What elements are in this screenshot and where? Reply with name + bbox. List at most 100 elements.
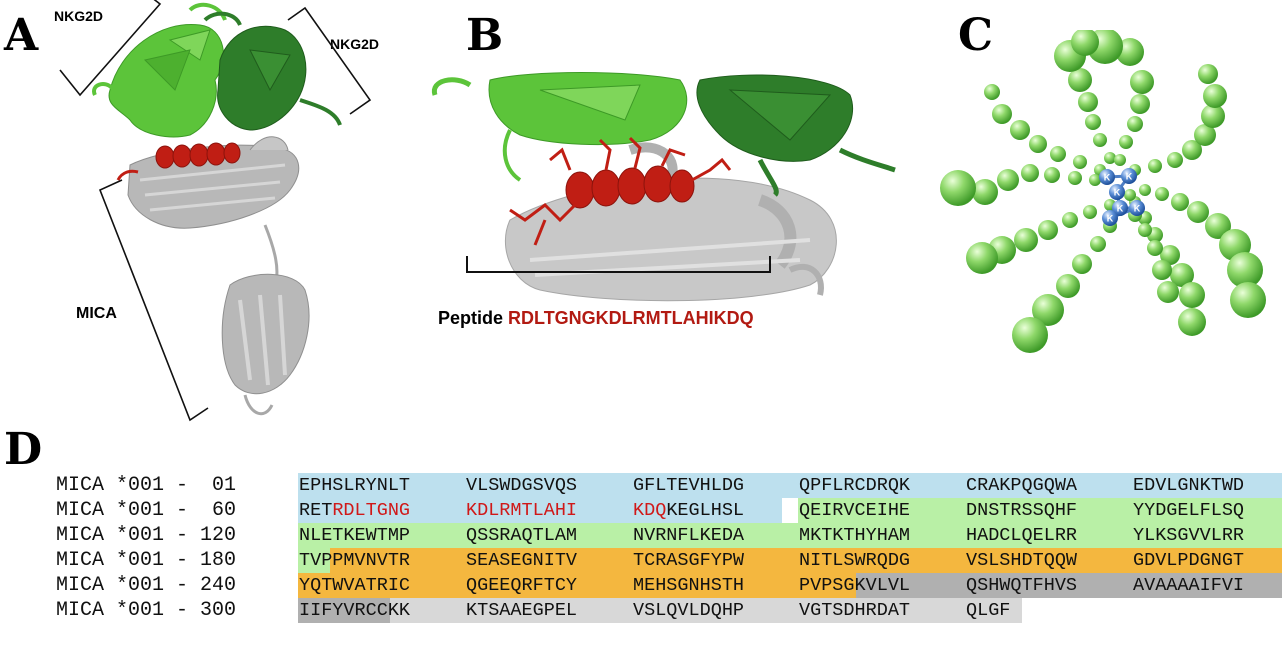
amino-acid-ball [1029, 135, 1047, 153]
sequence-block: QPFLRCDRQK [799, 475, 911, 496]
bracket-mica [98, 179, 209, 422]
amino-acid-ball [1127, 116, 1143, 132]
sequence-block: DNSTRSSQHF [966, 500, 1078, 521]
sequence-block: QLGF [966, 600, 1011, 621]
sequence-residues: RET [299, 500, 333, 521]
amino-acid-ball [1152, 260, 1172, 280]
amino-acid-ball [1093, 133, 1107, 147]
sequence-block: NVRNFLKEDA [633, 525, 745, 546]
sequence-block: RETRDLTGNG [299, 498, 410, 523]
amino-acid-ball [1050, 146, 1066, 162]
amino-acid-ball [1072, 254, 1092, 274]
lysine-core-ball [1129, 200, 1145, 216]
panel-letter-d: D [4, 424, 43, 475]
panel-a-structure [59, 0, 372, 422]
peptide-caption: Peptide RDLTGNGKDLRMTLAHIKDQ [438, 308, 754, 329]
lysine-core-ball [1112, 200, 1128, 216]
amino-acid-ball [1187, 201, 1209, 223]
sequence-block: CRAKPQGQWA [966, 475, 1078, 496]
amino-acid-ball [1139, 184, 1151, 196]
sequence-row-label: MICA *001 - 60 [56, 499, 237, 522]
sequence-block: KDQKEGLHSL [633, 498, 744, 523]
lysine-label: K [1104, 173, 1111, 183]
panel-letter-b: B [466, 10, 504, 61]
amino-acid-ball [1104, 152, 1116, 164]
sequence-block: GDVLPDGNGT [1133, 550, 1245, 571]
sequence-block: EPHSLRYNLT [299, 475, 411, 496]
amino-acid-ball [1032, 294, 1064, 326]
amino-acid-ball [1227, 252, 1263, 288]
amino-acid-ball [1160, 245, 1180, 265]
amino-acid-ball [1062, 212, 1078, 228]
peptide-helix [116, 142, 241, 181]
amino-acid-ball [1130, 94, 1150, 114]
peptide-residues: KDQ [633, 500, 667, 521]
amino-acid-ball [972, 179, 998, 205]
sequence-block: VLSWDGSVQS [466, 475, 578, 496]
sequence-block: QGEEQRFTCY [466, 575, 578, 596]
sequence-row-label: MICA *001 - 240 [56, 574, 237, 597]
sequence-highlight [798, 498, 1282, 523]
lysine-label: K [1117, 204, 1124, 214]
amino-acid-ball [1010, 120, 1030, 140]
peptide-sequence: RDLTGNGKDLRMTLAHIKDQ [508, 308, 754, 328]
amino-acid-ball [1130, 70, 1154, 94]
amino-acid-ball [1198, 64, 1218, 84]
sequence-block: SEASEGNITV [466, 550, 578, 571]
sequence-block: PVPSGKVLVL [799, 575, 911, 596]
bracket-nkg2d-right [287, 6, 372, 115]
amino-acid-ball [1230, 282, 1266, 318]
amino-acid-ball [1089, 174, 1101, 186]
sequence-block: TVPPMVNVTR [299, 550, 411, 571]
amino-acid-ball [1078, 92, 1098, 112]
sequence-block: MEHSGNHSTH [633, 575, 745, 596]
sequence-block: HADCLQELRR [966, 525, 1078, 546]
amino-acid-ball [1203, 84, 1227, 108]
lysine-core-ball [1109, 184, 1125, 200]
sequence-block: TCRASGFYPW [633, 550, 745, 571]
sequence-block: KDLRMTLAHI [466, 500, 578, 521]
amino-acid-ball [1179, 282, 1205, 308]
sequence-block: YYDGELFLSQ [1133, 500, 1245, 521]
mica-alpha3 [221, 224, 310, 416]
sequence-row-label: MICA *001 - 180 [56, 549, 237, 572]
amino-acid-ball [1044, 167, 1060, 183]
amino-acid-ball [984, 84, 1000, 100]
sequence-highlight [390, 598, 1022, 623]
sequence-block: NITLSWRQDG [799, 550, 911, 571]
sequence-highlight [298, 523, 1282, 548]
sequence-highlight [298, 573, 856, 598]
sequence-block: AVAAAAIFVI [1133, 575, 1245, 596]
amino-acid-ball [1167, 152, 1183, 168]
sequence-block: IIFYVRCCKK [299, 600, 411, 621]
amino-acid-ball [1116, 38, 1144, 66]
amino-acid-ball [1170, 263, 1194, 287]
amino-acid-ball [1182, 140, 1202, 160]
nkg2d-dark-zoom [696, 74, 896, 197]
sequence-highlight [298, 598, 390, 623]
panel-b-zoom [430, 70, 900, 310]
label-mica: MICA [76, 305, 117, 322]
sequence-highlight [298, 548, 330, 573]
peptide-zoom [509, 136, 732, 246]
amino-acid-ball [1083, 205, 1097, 219]
sequence-row-label: MICA *001 - 01 [56, 474, 237, 497]
amino-acid-ball [1056, 274, 1080, 298]
amino-acid-ball [1073, 155, 1087, 169]
amino-acid-ball [1124, 189, 1136, 201]
peptide-label: Peptide [438, 308, 504, 328]
amino-acid-ball [1071, 30, 1099, 56]
sequence-block: NLETKEWTMP [299, 525, 411, 546]
amino-acid-ball [1171, 193, 1189, 211]
sequence-block: MKTKTHYHAM [799, 525, 911, 546]
sequence-residues: KEGLHSL [666, 500, 745, 521]
nkg2d-dark-chain [203, 11, 342, 131]
sequence-highlight [856, 573, 1282, 598]
amino-acid-ball [1178, 308, 1206, 336]
amino-acid-ball [1038, 220, 1058, 240]
amino-acid-ball [1068, 171, 1082, 185]
sequence-block: VGTSDHRDAT [799, 600, 911, 621]
